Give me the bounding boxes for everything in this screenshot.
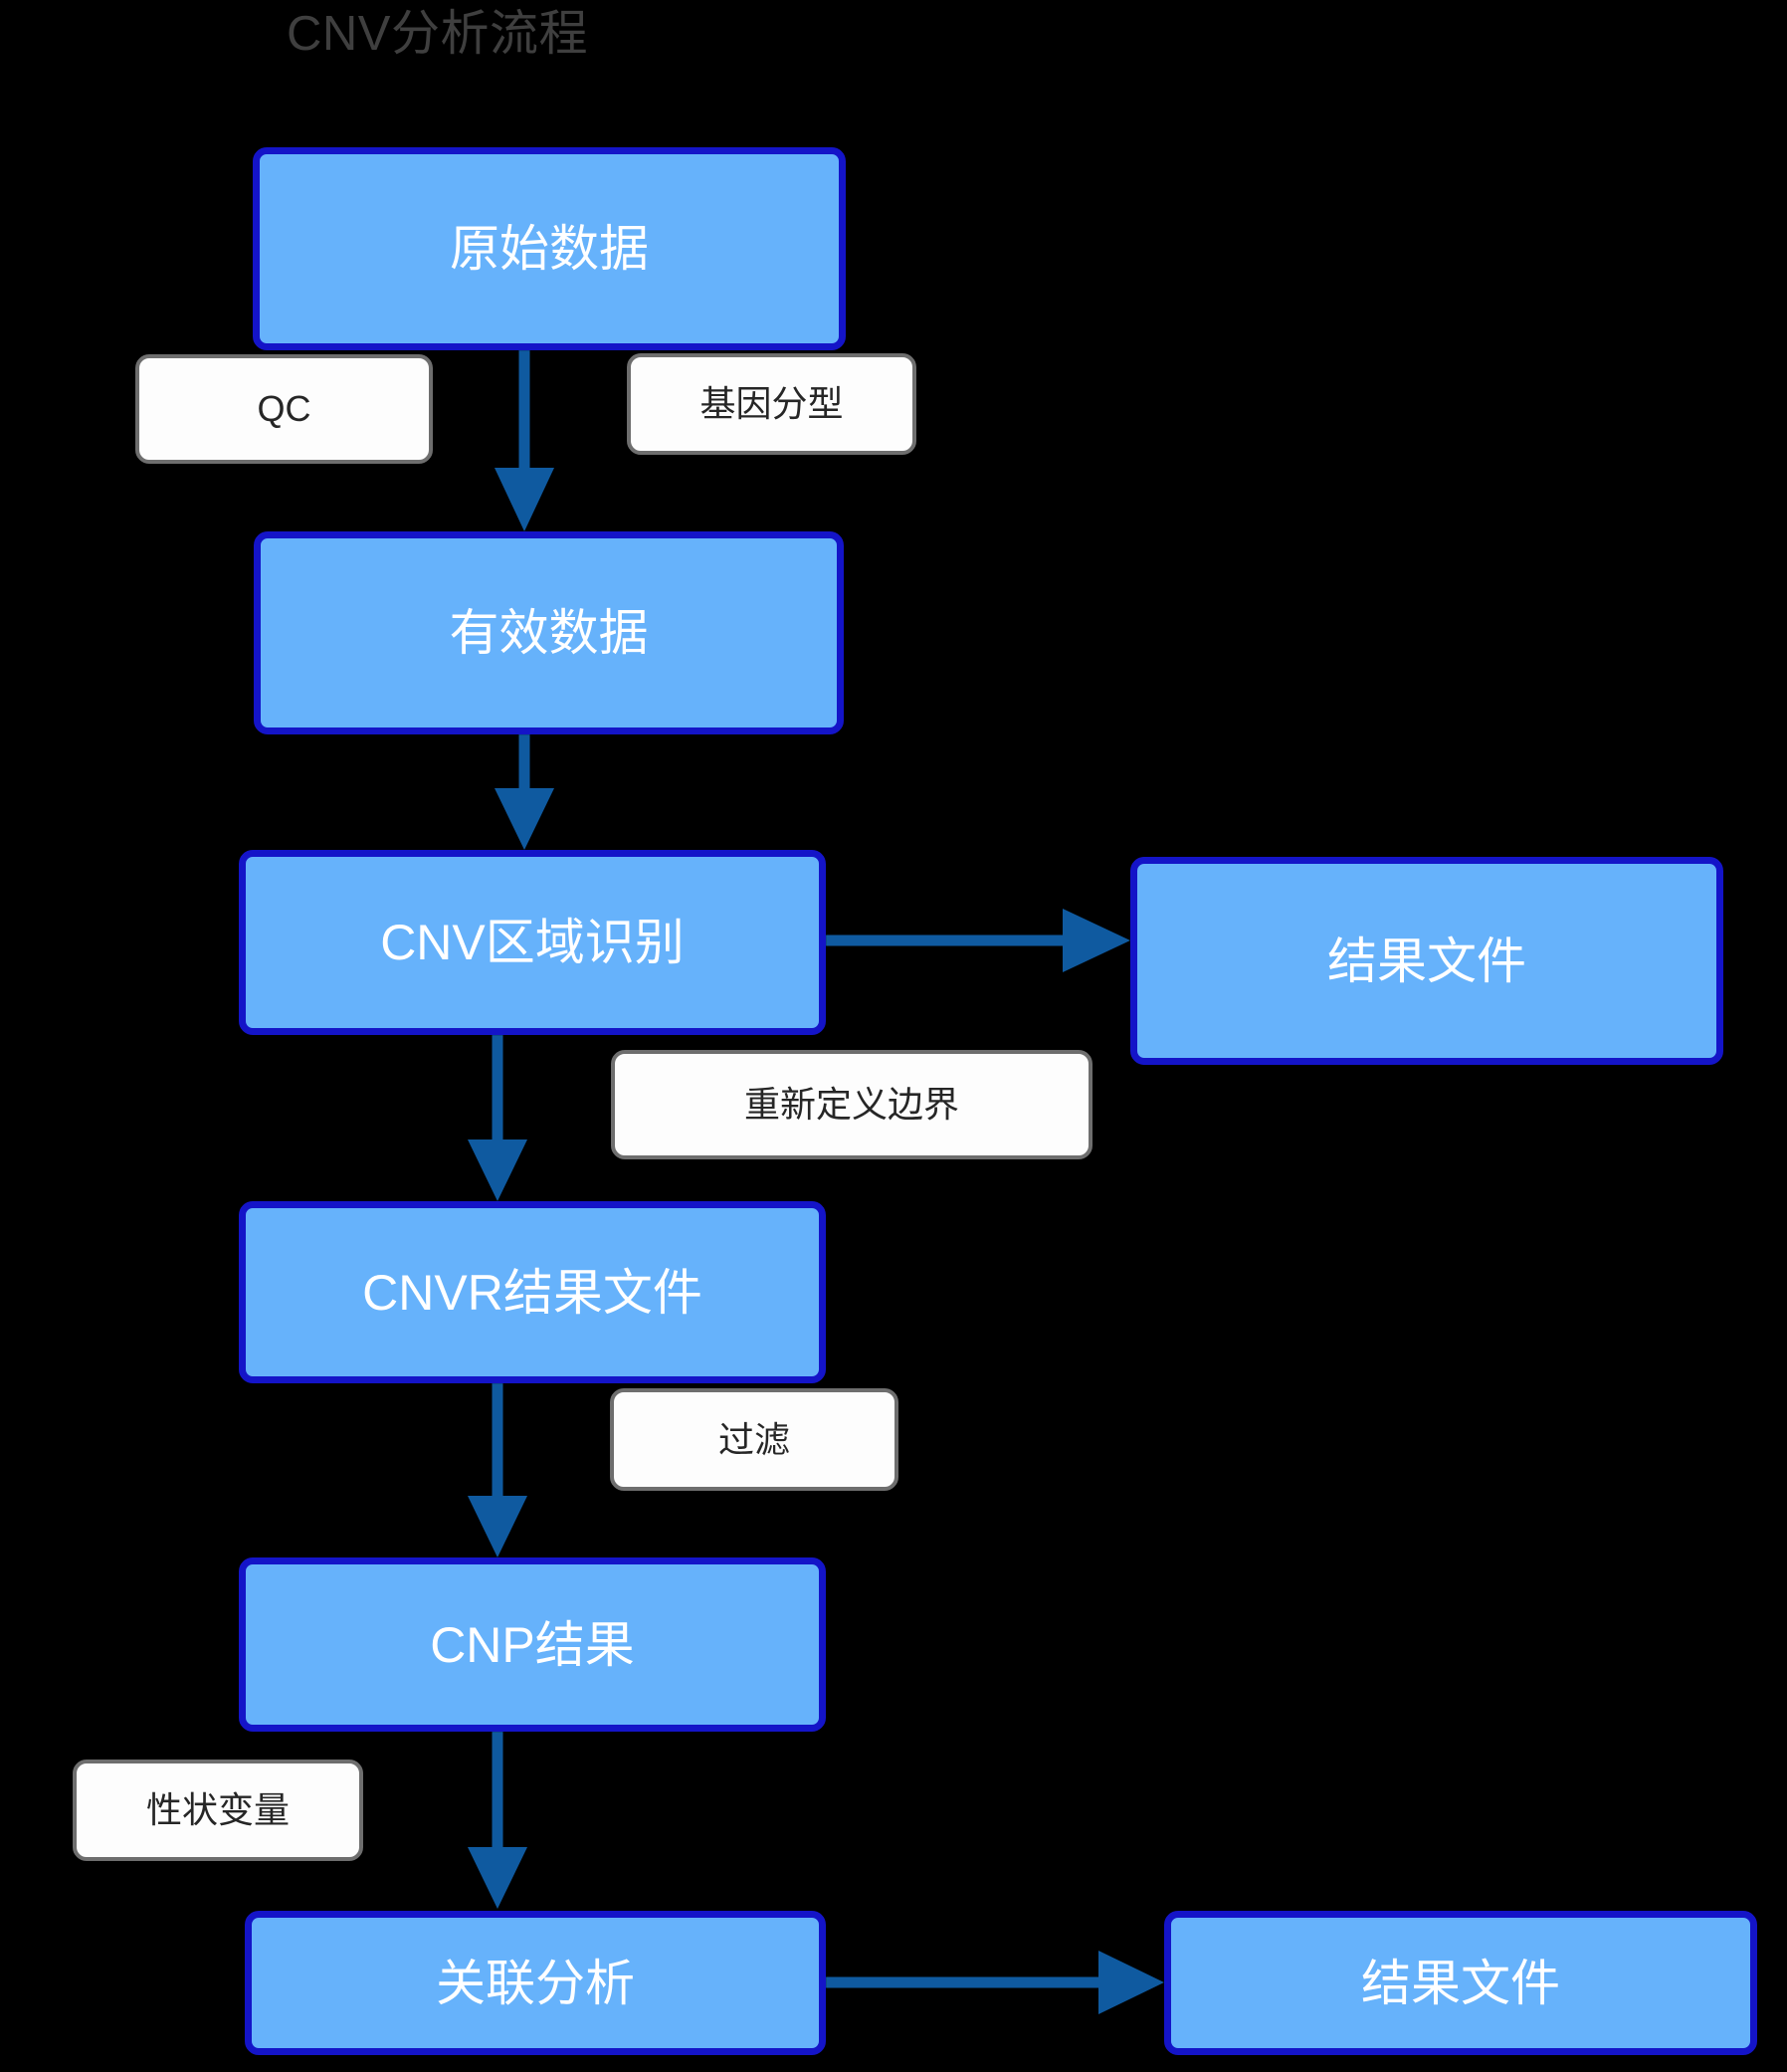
node-assoc-analysis[interactable]: 关联分析	[245, 1911, 826, 2055]
edge-cnv-to-cnvr	[468, 1035, 527, 1201]
node-result-file-top[interactable]: 结果文件	[1130, 857, 1723, 1065]
edge-label-redefine-text: 重新定义边界	[743, 1084, 959, 1126]
edge-cnp-to-assoc	[468, 1732, 527, 1909]
edge-valid-to-cnv	[495, 734, 554, 850]
edge-cnvr-to-cnp	[468, 1383, 527, 1557]
node-cnvr-result[interactable]: CNVR结果文件	[239, 1201, 826, 1383]
node-result-file-bottom-label: 结果文件	[1361, 1955, 1560, 2011]
node-cnp-result-label: CNP结果	[430, 1616, 635, 1673]
edge-assoc-to-result-bot	[826, 1951, 1164, 2014]
node-result-file-bottom[interactable]: 结果文件	[1164, 1911, 1757, 2055]
node-valid-data[interactable]: 有效数据	[254, 531, 844, 734]
edge-label-filter-text: 过滤	[717, 1418, 790, 1460]
edge-label-genotyping[interactable]: 基因分型	[627, 353, 916, 455]
edge-raw-to-valid	[495, 350, 554, 531]
node-result-file-top-label: 结果文件	[1327, 932, 1526, 989]
node-cnp-result[interactable]: CNP结果	[239, 1557, 826, 1732]
node-cnvr-result-label: CNVR结果文件	[362, 1264, 702, 1321]
edge-label-genotyping-text: 基因分型	[699, 383, 844, 425]
node-cnv-region[interactable]: CNV区域识别	[239, 850, 826, 1035]
edge-label-redefine[interactable]: 重新定义边界	[611, 1050, 1092, 1159]
node-cnv-region-label: CNV区域识别	[380, 915, 685, 970]
node-raw-data[interactable]: 原始数据	[253, 147, 846, 350]
node-raw-data-label: 原始数据	[450, 221, 649, 277]
edge-label-qc[interactable]: QC	[135, 354, 433, 464]
edge-label-filter[interactable]: 过滤	[610, 1388, 898, 1491]
node-assoc-analysis-label: 关联分析	[436, 1955, 635, 2011]
edge-label-qc-text: QC	[257, 388, 311, 430]
edge-cnv-to-result-top	[826, 909, 1130, 972]
edge-label-trait-variable[interactable]: 性状变量	[73, 1760, 363, 1861]
edge-label-trait-variable-text: 性状变量	[145, 1789, 290, 1831]
node-valid-data-label: 有效数据	[449, 605, 649, 661]
page-title: CNV分析流程	[287, 7, 588, 61]
